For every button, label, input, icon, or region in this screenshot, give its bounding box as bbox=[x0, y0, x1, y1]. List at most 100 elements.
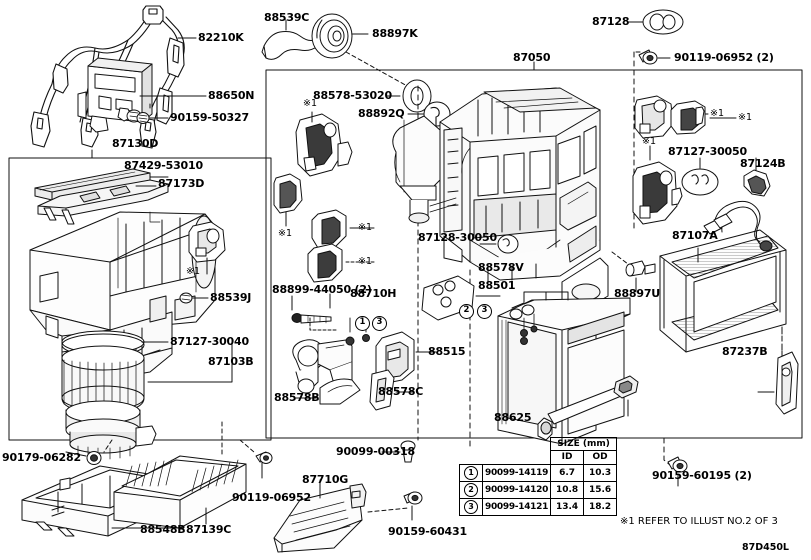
label-88539J: 88539J bbox=[210, 291, 252, 304]
row-od-1: 10.3 bbox=[583, 463, 618, 482]
label-88625: 88625 bbox=[494, 411, 532, 424]
part-88897K-oring bbox=[311, 13, 353, 59]
label-asterisk1-left: ※1 bbox=[186, 266, 201, 277]
label-87128-30050: 87128-30050 bbox=[418, 231, 497, 244]
label-90159-60195: 90159-60195 (2) bbox=[652, 469, 752, 482]
label-87050: 87050 bbox=[513, 51, 551, 64]
part-87124B-clamp bbox=[743, 169, 771, 197]
label-88892Q: 88892Q bbox=[358, 107, 405, 120]
label-88710H: 88710H bbox=[350, 287, 397, 300]
leader-87103B bbox=[147, 343, 233, 383]
part-servo-87127-30050 bbox=[632, 161, 683, 225]
table-row: 3 90099-14121 13.4 18.2 bbox=[459, 497, 618, 516]
size-table-col-id: ID bbox=[550, 450, 585, 465]
label-87127-30050: 87127-30050 bbox=[668, 145, 747, 158]
callout-3a: 3 bbox=[372, 316, 387, 331]
part-88897U-nipple bbox=[625, 260, 656, 277]
part-87173D-duct bbox=[37, 179, 169, 225]
dash-blower-grommet bbox=[103, 439, 113, 453]
label-asterisk1-r3: ※1 bbox=[642, 136, 657, 147]
part-servo-m4 bbox=[307, 243, 343, 283]
label-88578-53020: 88578-53020 bbox=[313, 89, 392, 102]
callout-3b: 3 bbox=[477, 304, 492, 319]
part-87050-hvac-unit bbox=[392, 87, 609, 319]
label-87237B: 87237B bbox=[722, 345, 768, 358]
part-87128-30050-grommet bbox=[497, 234, 519, 254]
label-87130D: 87130D bbox=[112, 137, 159, 150]
part-87237B-bracket bbox=[775, 351, 799, 415]
label-88578B: 88578B bbox=[274, 391, 320, 404]
label-88650N: 88650N bbox=[208, 89, 255, 102]
part-88650N-amplifier bbox=[77, 57, 153, 133]
label-asterisk1-m1: ※1 bbox=[303, 98, 318, 109]
label-82210K: 82210K bbox=[198, 31, 244, 44]
label-87124B: 87124B bbox=[740, 157, 786, 170]
part-87127-30050-gasket bbox=[681, 168, 719, 196]
part-87103B-blower bbox=[61, 330, 157, 460]
part-88578-53020-washer bbox=[402, 79, 432, 113]
part-90159-60195-screw bbox=[667, 456, 688, 473]
label-88578C: 88578C bbox=[378, 385, 424, 398]
label-87103B: 87103B bbox=[208, 355, 254, 368]
row-id-3: 13.4 bbox=[550, 497, 585, 516]
row-index-3: 3 bbox=[464, 499, 478, 514]
label-87107A: 87107A bbox=[672, 229, 718, 242]
dash-88897K bbox=[345, 51, 419, 93]
label-88578V: 88578V bbox=[478, 261, 524, 274]
part-88578B-clip bbox=[319, 378, 361, 405]
size-table-col-od: OD bbox=[583, 450, 618, 465]
part-88625-sensor bbox=[537, 375, 639, 441]
part-88539J-clip bbox=[179, 292, 193, 304]
part-87128-grommet bbox=[642, 9, 684, 35]
row-index-1: 1 bbox=[464, 465, 478, 480]
size-table: SIZE (mm) ID OD 1 90099-14119 6.7 10.3 2… bbox=[459, 436, 618, 516]
part-88539C-hose bbox=[261, 31, 319, 60]
part-87710G-duct bbox=[273, 483, 367, 553]
leader-88501-bracket bbox=[523, 291, 547, 303]
part-servo-r1 bbox=[634, 95, 674, 139]
part-88710H-pipe bbox=[292, 317, 370, 394]
label-asterisk1-m2: ※1 bbox=[278, 228, 293, 239]
part-90119-06952-screw-right bbox=[638, 49, 658, 65]
part-servo-m3 bbox=[311, 209, 347, 249]
part-servo-m2 bbox=[273, 173, 303, 214]
label-90159-60431: 90159-60431 bbox=[388, 525, 467, 538]
part-90179-06282-grommet bbox=[86, 451, 102, 465]
label-88501: 88501 bbox=[478, 279, 516, 292]
part-90159-60431-screw bbox=[403, 491, 423, 505]
label-88539C: 88539C bbox=[264, 11, 310, 24]
part-servo-m1 bbox=[295, 113, 353, 177]
part-90119-06952-screw-left bbox=[255, 451, 273, 464]
row-index-2: 2 bbox=[464, 482, 478, 497]
table-row: 1 90099-14119 6.7 10.3 bbox=[459, 463, 618, 482]
part-88578C-clip bbox=[369, 369, 395, 411]
label-88897U: 88897U bbox=[614, 287, 661, 300]
label-87128: 87128 bbox=[592, 15, 630, 28]
label-90099-00318: 90099-00318 bbox=[336, 445, 415, 458]
label-90119-06952-left: 90119-06952 bbox=[232, 491, 311, 504]
callout-2: 2 bbox=[459, 304, 474, 319]
label-88899-44050: 88899-44050 (2) bbox=[272, 283, 372, 296]
part-90159-50327-screw bbox=[136, 112, 150, 124]
leader-90179-06282 bbox=[65, 451, 87, 457]
row-od-2: 15.6 bbox=[583, 480, 618, 499]
part-88899-44050-bolt bbox=[291, 313, 332, 324]
label-88515: 88515 bbox=[428, 345, 466, 358]
row-partnumber-1: 90099-14119 bbox=[481, 463, 552, 482]
label-90179-06282: 90179-06282 bbox=[2, 451, 81, 464]
part-87107A-heatercore bbox=[659, 200, 787, 353]
label-asterisk1-r1: ※1 bbox=[710, 108, 725, 119]
row-partnumber-2: 90099-14120 bbox=[481, 480, 552, 499]
label-asterisk1-r2: ※1 bbox=[738, 112, 753, 123]
label-88548B: 88548B bbox=[140, 523, 186, 536]
size-table-group-header: SIZE (mm) bbox=[550, 436, 618, 452]
footnote-refer: ※1 REFER TO ILLUST NO.2 OF 3 bbox=[620, 516, 778, 527]
row-id-1: 6.7 bbox=[550, 463, 585, 482]
label-asterisk1-m4: ※1 bbox=[358, 256, 373, 267]
label-88897K: 88897K bbox=[372, 27, 418, 40]
row-id-2: 10.8 bbox=[550, 480, 585, 499]
part-servo-r2 bbox=[670, 100, 706, 135]
label-87127-30040: 87127-30040 bbox=[170, 335, 249, 348]
